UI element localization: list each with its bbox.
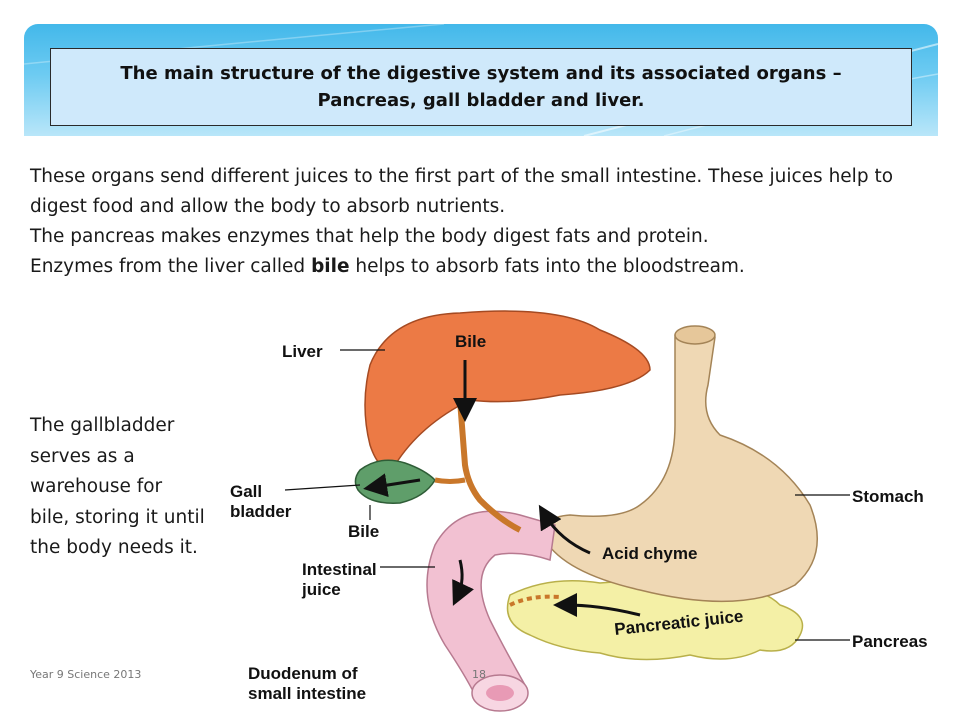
footer-course: Year 9 Science 2013 (30, 668, 142, 681)
liver-shape (364, 310, 651, 469)
slide-title: The main structure of the digestive syst… (120, 63, 842, 111)
digestive-diagram: Liver Bile Gall bladder Bile Stomach Aci… (230, 310, 928, 712)
label-bladder: bladder (230, 502, 292, 521)
label-acid-chyme: Acid chyme (602, 544, 697, 563)
duodenum-lumen (486, 685, 514, 701)
label-stomach: Stomach (852, 487, 924, 506)
intestinal-juice-arrow (452, 559, 474, 606)
intro-line-3: Enzymes from the liver called bile helps… (30, 252, 930, 282)
label-bile-top: Bile (455, 332, 486, 351)
gallbladder-shape (354, 459, 436, 504)
label-duodenum-2: small intestine (248, 684, 366, 703)
stomach-shape (543, 329, 818, 603)
intro-text: These organs send different juices to th… (30, 162, 930, 282)
page-number: 18 (472, 668, 486, 681)
title-box: The main structure of the digestive syst… (50, 48, 912, 126)
gallbladder-leader (284, 484, 361, 491)
intro-line-3-start: Enzymes from the liver called (30, 256, 312, 277)
esophagus-opening (674, 325, 716, 345)
label-liver: Liver (282, 342, 323, 361)
bile-keyword: bile (311, 256, 350, 277)
label-gall: Gall (230, 482, 262, 501)
label-bile-bottom: Bile (348, 522, 379, 541)
label-intestinal: Intestinal (302, 560, 377, 579)
intro-line-1: These organs send different juices to th… (30, 166, 894, 217)
pancreatic-juice-arrow (553, 593, 641, 618)
label-pancreas: Pancreas (852, 632, 928, 651)
gallbladder-note: The gallbladder serves as a warehouse fo… (30, 415, 205, 558)
bile-duct (457, 399, 522, 533)
intro-line-3-end: helps to absorb fats into the bloodstrea… (349, 256, 745, 277)
cystic-duct (434, 477, 466, 484)
intro-line-2: The pancreas makes enzymes that help the… (30, 226, 709, 247)
acid-chyme-arrow (538, 504, 591, 555)
label-duodenum-1: Duodenum of (248, 664, 358, 683)
gallbladder-arrow (363, 473, 421, 498)
label-juice: juice (301, 580, 341, 599)
